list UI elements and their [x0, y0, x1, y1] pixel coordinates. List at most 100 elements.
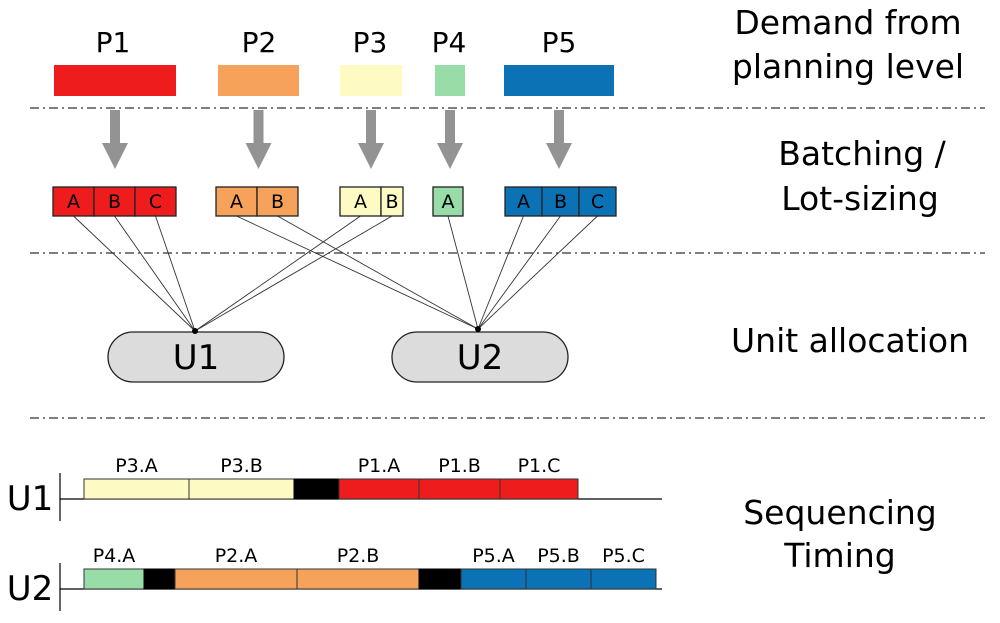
p5-c-link — [477, 215, 598, 330]
segment-p1-a-label: P1.A — [358, 455, 401, 477]
p5-label: P5 — [542, 26, 577, 59]
segment-p2-b — [296, 568, 420, 590]
segment-p5-a — [460, 568, 527, 590]
level-demand-line-2: planning level — [732, 47, 964, 86]
level-demand-line-1: Demand from — [734, 3, 961, 42]
level-batching-line-2: Lot-sizing — [781, 179, 939, 218]
schedule-u2-label: U2 — [7, 569, 54, 609]
unit-u2-node — [475, 326, 481, 332]
segment-p1-a — [338, 478, 420, 500]
segment-p2-b-label: P2.B — [337, 545, 380, 567]
segment-p3-a — [83, 478, 190, 500]
p2-batch-b — [256, 186, 299, 217]
level-sequencing-line-1: Sequencing — [743, 493, 937, 532]
p2-batch-a — [215, 186, 258, 217]
segment-p1-c — [499, 478, 579, 500]
segment-p5-c — [590, 568, 657, 590]
p5-batch-c-label: C — [591, 191, 604, 213]
p1-batch-a-label: A — [67, 191, 80, 213]
p4-arrow — [437, 110, 463, 169]
p2-b-link — [277, 215, 479, 330]
demand-arrows — [102, 110, 572, 169]
p4-batch-a-label: A — [442, 191, 455, 213]
level-sequencing-line-2: Timing — [783, 536, 896, 575]
p4-batch-a — [432, 186, 464, 217]
p1-demand-bar — [54, 65, 176, 96]
p1-a-link — [73, 215, 196, 332]
p3-demand-bar — [340, 65, 402, 96]
allocation-links — [73, 215, 598, 332]
p3-label: P3 — [353, 26, 388, 59]
p3-batch-b-label: B — [385, 191, 398, 213]
segment-p4-a-label: P4.A — [93, 545, 136, 567]
segment-p3-a-label: P3.A — [115, 455, 158, 477]
p2-a-link — [236, 215, 479, 330]
unit-u2: U2 — [391, 326, 569, 383]
sequencing-level: U1 P3.A P3.B P1.A P1.B P1.C U2 P4.A P2.A P2.B P5.A… — [7, 455, 662, 611]
unit-u1-label: U1 — [173, 338, 220, 378]
p2-demand-bar — [218, 65, 299, 96]
unit-u1-node — [192, 328, 198, 334]
schedule-u1: U1 P3.A P3.B P1.A P1.B P1.C — [7, 455, 662, 521]
p5-arrow — [546, 110, 572, 169]
segment-p3-b-label: P3.B — [220, 455, 263, 477]
p1-arrow — [102, 110, 128, 169]
unit-u2-shape — [391, 331, 569, 383]
p2-arrow — [245, 110, 272, 169]
level-allocation-line-1: Unit allocation — [731, 321, 969, 360]
p1-batch-c-label: C — [149, 191, 162, 213]
p2-label: P2 — [242, 26, 277, 59]
p2-batch-a-label: A — [230, 191, 243, 213]
p1-batch-b-label: B — [108, 191, 121, 213]
segment-p5-b-label: P5.B — [537, 545, 580, 567]
segment-idle — [143, 568, 176, 590]
p5-b-link — [477, 215, 561, 330]
p4-a-link — [447, 215, 479, 330]
segment-p4-a — [83, 568, 145, 590]
p5-demand-bar — [504, 65, 614, 96]
p1-b-link — [114, 215, 196, 332]
segment-p2-a-label: P2.A — [215, 545, 258, 567]
p3-a-link — [194, 215, 361, 332]
unit-u2-label: U2 — [457, 338, 504, 378]
schedule-u2: U2 P4.A P2.A P2.B P5.A P5.B P5.C — [7, 545, 662, 611]
schedule-u1-label: U1 — [7, 479, 54, 519]
p4-batches: A — [432, 186, 464, 217]
segment-p5-a-label: P5.A — [472, 545, 515, 567]
p5-batches: A B C — [504, 186, 617, 217]
p1-batch-c — [134, 186, 177, 217]
p3-b-link — [194, 215, 393, 332]
p3-batch-b — [380, 186, 404, 217]
segment-p5-c-label: P5.C — [602, 545, 645, 567]
p5-a-link — [477, 215, 524, 330]
p3-arrow — [358, 110, 384, 169]
p4-label: P4 — [432, 26, 467, 59]
p4-demand-bar — [435, 65, 465, 96]
p1-label: P1 — [96, 26, 131, 59]
p2-batch-b-label: B — [271, 191, 284, 213]
segment-p1-b-label: P1.B — [438, 455, 481, 477]
unit-allocation-level: U1 U2 — [107, 326, 569, 383]
segment-p5-b — [525, 568, 592, 590]
segment-idle — [293, 478, 340, 500]
p1-batches: A B C — [52, 186, 177, 217]
segment-p1-b — [418, 478, 501, 500]
p3-batch-a-label: A — [354, 191, 367, 213]
segment-idle — [418, 568, 462, 590]
level-batching-line-1: Batching / — [778, 134, 946, 173]
p5-batch-b-label: B — [554, 191, 567, 213]
p3-batch-a — [339, 186, 382, 217]
segment-p2-a — [174, 568, 298, 590]
segment-p1-c-label: P1.C — [518, 455, 561, 477]
demand-level: P1 P2 P3 P4 P5 — [54, 26, 614, 96]
p5-batch-c — [578, 186, 617, 217]
p5-batch-a-label: A — [517, 191, 530, 213]
p1-c-link — [155, 215, 196, 332]
unit-u1: U1 — [107, 328, 285, 383]
level-labels: Demand from planning level Batching / Lo… — [731, 3, 969, 575]
segment-p3-b — [188, 478, 295, 500]
